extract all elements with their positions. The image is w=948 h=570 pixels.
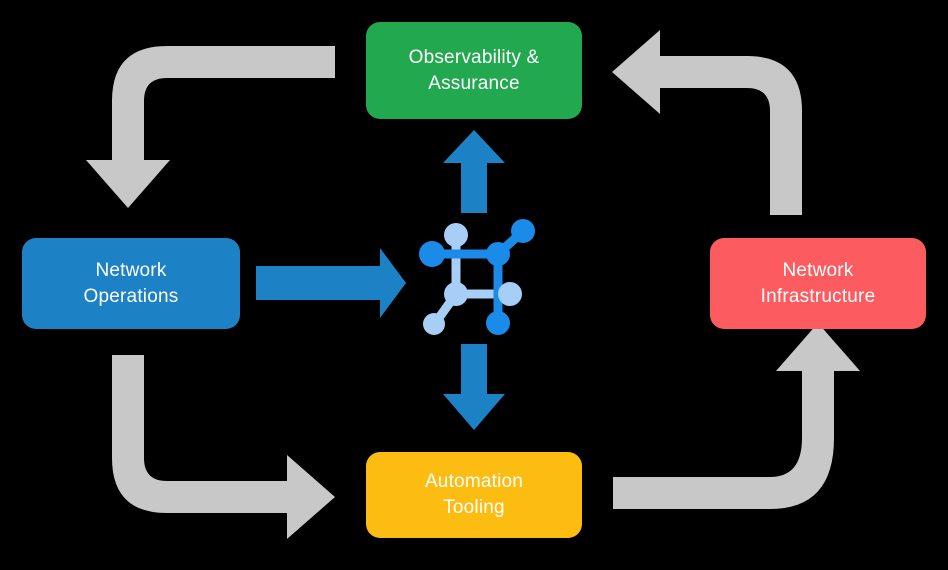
box-automation-tooling-line2: Tooling: [443, 497, 505, 518]
arrow-network-infrastructure-to-observability: [612, 30, 802, 215]
network-topology-icon: [419, 219, 535, 335]
topology-dark-nodes: [419, 219, 535, 335]
box-observability-line1: Observability &: [408, 46, 540, 68]
box-network-operations-line2: Operations: [83, 285, 179, 307]
box-network-infrastructure-line1: Network: [782, 259, 854, 281]
arrow-observability-to-network-operations: [86, 46, 335, 208]
box-observability-label: Observability & Assurance: [409, 45, 540, 96]
box-observability-assurance[interactable]: Observability & Assurance: [366, 22, 582, 119]
arrow-network-operations-to-automation-tooling: [112, 355, 335, 539]
arrow-automation-tooling-to-network-infrastructure: [613, 323, 860, 509]
box-network-infrastructure[interactable]: Network Infrastructure: [710, 238, 926, 329]
box-network-operations[interactable]: Network Operations: [22, 238, 240, 329]
box-automation-tooling-line1: Automation: [424, 471, 524, 493]
box-automation-tooling-label: Automation Tooling: [425, 469, 523, 520]
box-network-operations-line1: Network: [95, 259, 167, 281]
arrow-center-to-observability: [443, 130, 505, 213]
box-automation-tooling[interactable]: Automation Tooling: [366, 452, 582, 538]
box-network-infrastructure-line2: Infrastructure: [760, 285, 876, 307]
topology-light-nodes: [423, 223, 522, 335]
arrow-center-to-automation-tooling: [443, 344, 505, 430]
box-network-infrastructure-label: Network Infrastructure: [761, 258, 876, 309]
arrow-network-operations-to-center: [256, 248, 406, 318]
box-network-operations-label: Network Operations: [84, 258, 179, 309]
box-observability-line2: Assurance: [428, 72, 520, 94]
